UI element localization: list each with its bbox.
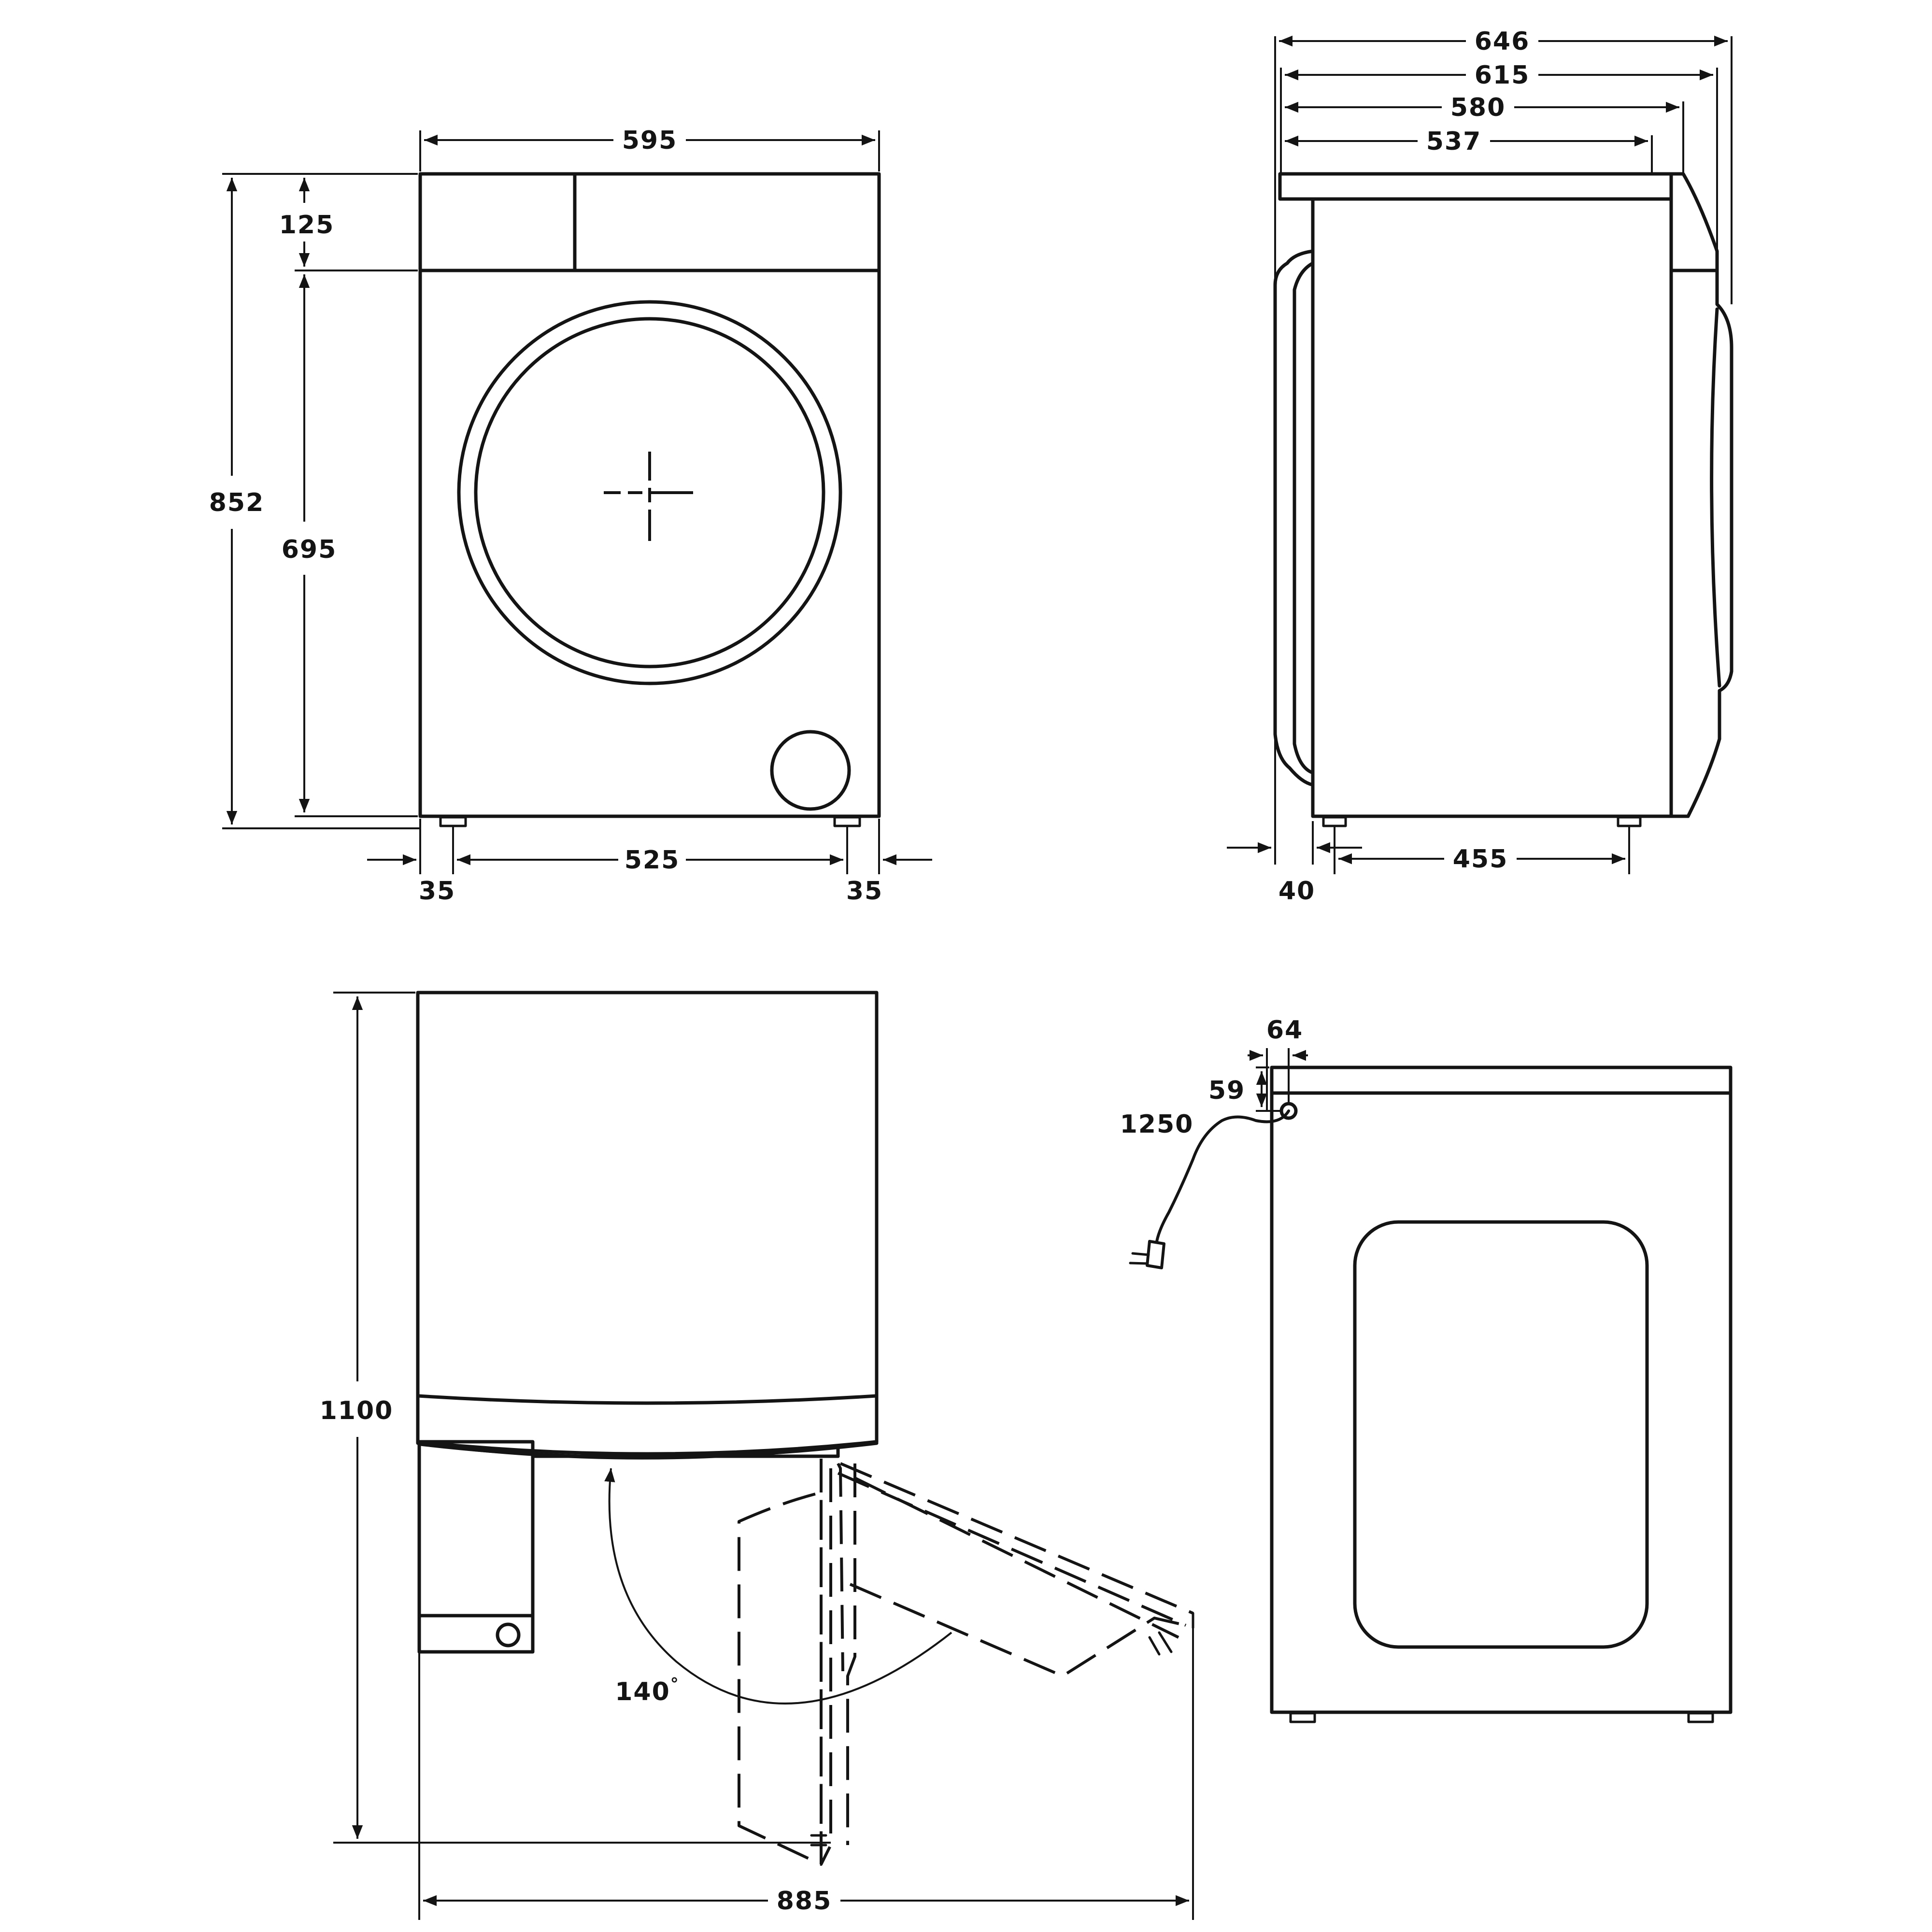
dim-cable-offset-x: 64 [1266,1016,1303,1045]
dim-front-width: 595 [622,126,678,155]
rear-foot-right [1687,1712,1714,1723]
door-angle-arc [604,1468,952,1705]
door-rotated-top [839,1462,1194,1615]
dim-cable-length: 1250 [1120,1110,1194,1139]
dim-front-right-offset: 35 [846,877,883,906]
side-rear-contour [1710,307,1721,688]
dim-side-depth-537: 537 [1426,127,1482,156]
side-view: 646 615 580 537 40 455 [1227,27,1733,906]
door-center-mark [604,452,693,541]
door-rotated-top-3 [854,1477,1179,1639]
door-rotated-top-2 [837,1472,1187,1627]
side-top-plate [1278,172,1673,201]
top-view-drawer-block [417,1440,535,1654]
door-rotated-hinge-detail [837,1463,844,1672]
top-view-body [416,991,879,1456]
dim-door-open-height: 1100 [320,1396,394,1425]
door-outer-ring [457,300,842,685]
door-inner-ring [474,317,825,668]
front-foot-left [439,816,467,827]
dim-body-height: 695 [282,535,337,564]
side-foot-front [1322,816,1347,827]
dim-side-feet-spacing: 455 [1453,845,1508,874]
door-rotated-panel [849,1583,1186,1677]
dim-side-door-protrusion: 40 [1279,877,1315,906]
front-view-body [418,172,881,818]
power-plug-icon [1129,1240,1165,1269]
dim-cable-offset-y: 59 [1208,1076,1245,1105]
dim-door-open-depth: 885 [777,1887,832,1916]
dim-side-depth-646: 646 [1475,27,1530,56]
door-swing-open-outline [820,1468,832,1865]
front-foot-right [833,816,861,827]
rear-service-panel [1353,1220,1649,1649]
pump-filter-cover [770,730,851,811]
dim-front-left-offset: 35 [419,877,455,906]
dim-door-angle: 140° [615,1675,680,1706]
dim-front-height: 852 [209,488,265,517]
top-view-front-band [416,1394,879,1405]
side-door-inner [1293,261,1315,775]
dim-panel-height: 125 [279,211,335,240]
side-body [1311,197,1673,818]
rear-view: 64 59 1250 [1120,1016,1733,1723]
degree-symbol: ° [670,1675,680,1694]
front-view: 595 852 125 695 525 35 35 [209,126,932,906]
rear-foot-left [1289,1712,1316,1723]
door-open-view: 140° 1100 885 [320,991,1194,1920]
door-swing-frame [846,1463,856,1845]
rear-body [1270,1065,1733,1714]
dim-side-depth-615: 615 [1475,61,1530,90]
side-foot-rear [1617,816,1642,827]
top-view-pump-filter [496,1622,521,1648]
side-rear-profile [1669,172,1733,818]
dim-front-feet-spacing: 525 [625,846,680,875]
dim-side-depth-580: 580 [1450,93,1506,122]
power-cable [1155,1109,1290,1243]
door-swing-open-panel [738,1491,823,1866]
